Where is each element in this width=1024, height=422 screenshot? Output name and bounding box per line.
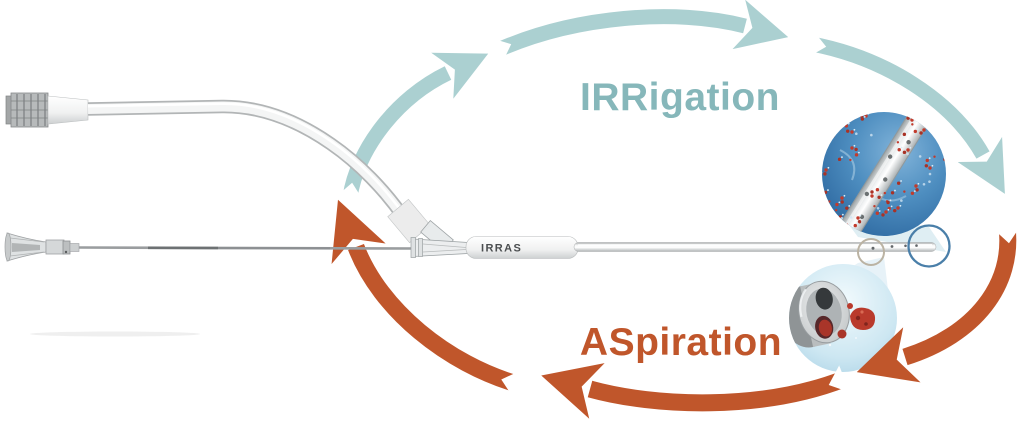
irrigation-arrows <box>337 0 1005 200</box>
aspiration-label: ASpiration <box>580 321 782 364</box>
y-hub <box>410 220 469 258</box>
irrigation-tube <box>87 99 408 219</box>
catheter-device: IRRAS <box>4 92 937 337</box>
brand-label: IRRAS <box>481 243 522 255</box>
device-shadow <box>30 331 200 337</box>
drainage-connector <box>4 232 80 262</box>
aspiration-arrow-down <box>856 224 1022 383</box>
aspiration-arrow-up <box>331 199 522 399</box>
irrigation-arrow-down <box>809 31 1005 194</box>
catheter-cross-section <box>789 280 850 348</box>
aspiration-arrow-bottom <box>541 363 850 419</box>
aspiration-arrows <box>331 199 1022 419</box>
inner-wire <box>78 246 417 250</box>
irrigation-arrow-up <box>337 52 489 200</box>
catheter-tip-holes <box>871 244 918 250</box>
irrigation-label: IRRigation <box>580 76 780 119</box>
luer-connector <box>5 92 89 128</box>
aspiration-inset <box>789 264 897 372</box>
tip-magnifier-circle <box>907 224 951 268</box>
irrigation-arrow-top <box>492 0 789 62</box>
tube-collar <box>387 198 431 244</box>
hole-magnifier-circle <box>857 238 885 266</box>
